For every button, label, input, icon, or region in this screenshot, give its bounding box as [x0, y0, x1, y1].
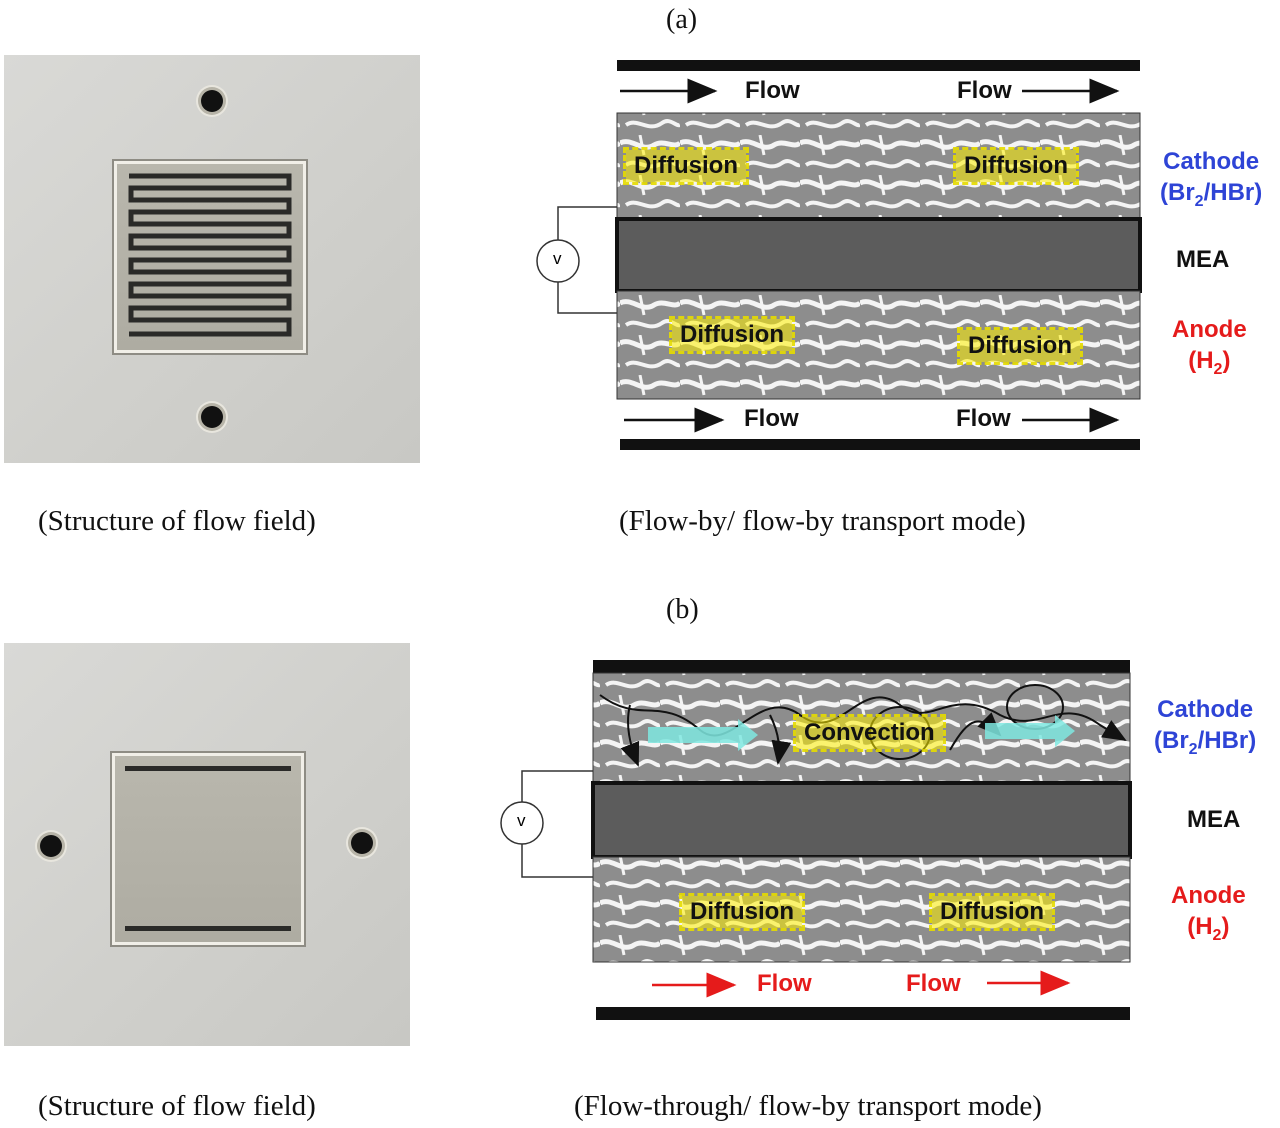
diffusion-label-b-bottom-left: Diffusion: [679, 893, 805, 931]
anode-h-a: (H: [1188, 347, 1214, 375]
flow-label-a-bottom-left: Flow: [744, 405, 799, 432]
anode-label-a: Anode (H2): [1172, 314, 1247, 381]
photo-caption-a: (Structure of flow field): [38, 505, 316, 537]
voltmeter-icon-a: [536, 239, 580, 283]
transport-diagram-a: v Flow Flow Diffusion Diffusion Diffusio…: [500, 55, 1280, 465]
serpentine-channel: [128, 173, 292, 337]
serpentine-plate: [114, 161, 306, 353]
mounting-hole-top: [201, 90, 223, 112]
cathode-br-b: (Br: [1154, 727, 1189, 755]
anode-rest-a: ): [1222, 347, 1231, 375]
diffusion-label-a-top-right: Diffusion: [953, 147, 1079, 185]
mounting-hole-left: [40, 835, 62, 857]
top-current-collector-b: [593, 660, 1130, 673]
anode-text-b: Anode: [1171, 882, 1246, 909]
anode-h-b: (H: [1187, 913, 1213, 941]
mea-label-a: MEA: [1176, 246, 1230, 273]
mea-membrane-b: [591, 781, 1132, 859]
diagram-caption-a: (Flow-by/ flow-by transport mode): [619, 505, 1026, 537]
flow-label-a-top-right: Flow: [957, 77, 1012, 104]
voltmeter-label-b: v: [517, 811, 526, 830]
cathode-label-a: Cathode (Br2/HBr): [1160, 146, 1262, 213]
voltmeter-label-a: v: [553, 249, 562, 268]
cathode-text-a: Cathode: [1163, 148, 1260, 175]
anode-label-b: Anode (H2): [1171, 880, 1246, 947]
flow-label-b-bottom-left: Flow: [757, 970, 812, 997]
convection-label-b: Convection: [793, 714, 946, 752]
flow-label-a-top-left: Flow: [745, 77, 800, 104]
cathode-text-b: Cathode: [1157, 696, 1254, 723]
transport-diagram-b: v Convection Diffusion Diffusion Flow Fl…: [480, 655, 1280, 1035]
flow-field-photo-b: [4, 643, 410, 1046]
voltmeter-icon-b: [500, 801, 544, 845]
convection-arrow-right: [985, 715, 1075, 747]
diffusion-label-b-bottom-right: Diffusion: [929, 893, 1055, 931]
cathode-br-a: (Br: [1160, 179, 1195, 207]
convection-arrow-left: [648, 719, 758, 751]
flow-field-photo-a: [4, 55, 420, 463]
mea-label-b: MEA: [1187, 806, 1241, 833]
mounting-hole-right: [351, 832, 373, 854]
cathode-sub-b: 2: [1188, 740, 1198, 758]
outlet-slot: [125, 926, 291, 931]
diagram-caption-b: (Flow-through/ flow-by transport mode): [574, 1090, 1042, 1122]
photo-caption-b: (Structure of flow field): [38, 1090, 316, 1122]
cathode-sub-a: 2: [1194, 192, 1204, 210]
diffusion-label-a-bottom-left: Diffusion: [669, 316, 795, 354]
diffusion-label-a-bottom-right: Diffusion: [957, 327, 1083, 365]
cathode-rest-b: /HBr): [1197, 727, 1257, 755]
mounting-hole-bottom: [201, 406, 223, 428]
anode-rest-b: ): [1221, 913, 1230, 941]
anode-sub-a: 2: [1213, 360, 1223, 378]
bottom-current-collector: [620, 439, 1140, 450]
inlet-slot: [125, 766, 291, 771]
bottom-current-collector-b: [596, 1007, 1130, 1020]
cathode-label-b: Cathode (Br2/HBr): [1154, 694, 1256, 761]
anode-text-a: Anode: [1172, 316, 1247, 343]
cathode-rest-a: /HBr): [1203, 179, 1263, 207]
mea-membrane: [615, 217, 1142, 293]
top-current-collector: [617, 60, 1140, 71]
flow-label-a-bottom-right: Flow: [956, 405, 1011, 432]
panel-a-label: (a): [666, 4, 698, 35]
flow-label-b-bottom-right: Flow: [906, 970, 961, 997]
panel-b-label: (b): [666, 594, 699, 625]
diffusion-label-a-top-left: Diffusion: [623, 147, 749, 185]
anode-sub-b: 2: [1212, 926, 1222, 944]
flow-through-plate: [112, 753, 304, 945]
